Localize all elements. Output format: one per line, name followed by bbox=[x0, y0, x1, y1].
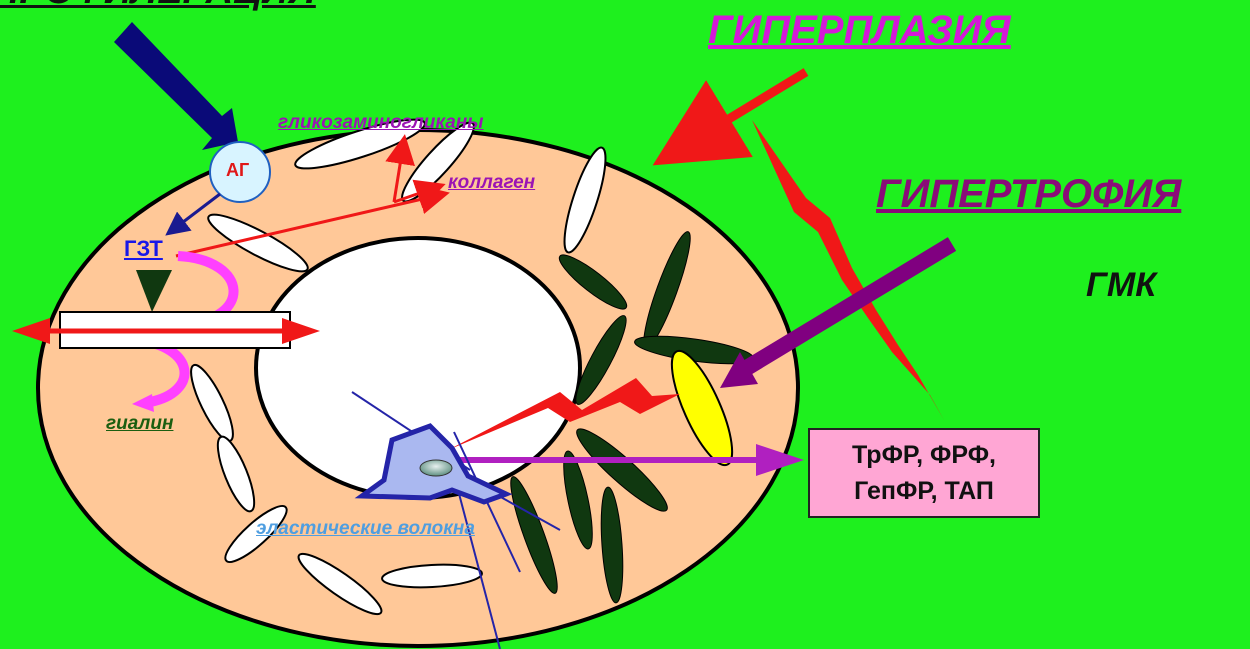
glycosaminoglycans-label: гликозаминогликаны bbox=[278, 112, 484, 134]
cell-nucleus bbox=[420, 460, 452, 476]
hyalin-label: гиалин bbox=[106, 413, 173, 435]
growth-factors-line-2: ГепФР, ТАП bbox=[854, 473, 994, 509]
elastic-fibers-label: эластические волокна bbox=[256, 518, 475, 540]
gzt-label: ГЗТ bbox=[124, 236, 163, 262]
hypertrophy-title: ГИПЕРТРОФИЯ bbox=[876, 172, 1181, 217]
double-arrow-left bbox=[12, 318, 50, 344]
navy-arrow bbox=[114, 22, 238, 150]
collagen-label: коллаген bbox=[448, 172, 535, 194]
ag-label: АГ bbox=[226, 160, 249, 181]
growth-factors-line-1: ТрФР, ФРФ, bbox=[852, 437, 996, 473]
hyperplasia-title: ГИПЕРПЛАЗИЯ bbox=[708, 8, 1011, 53]
gmk-label: ГМК bbox=[1086, 266, 1156, 305]
growth-factors-box: ТрФР, ФРФ, ГепФР, ТАП bbox=[808, 428, 1040, 518]
hyperplasia-arrow bbox=[668, 72, 806, 156]
proliferation-title: ПРОФИЛЕРАЦИЯ bbox=[0, 0, 316, 13]
